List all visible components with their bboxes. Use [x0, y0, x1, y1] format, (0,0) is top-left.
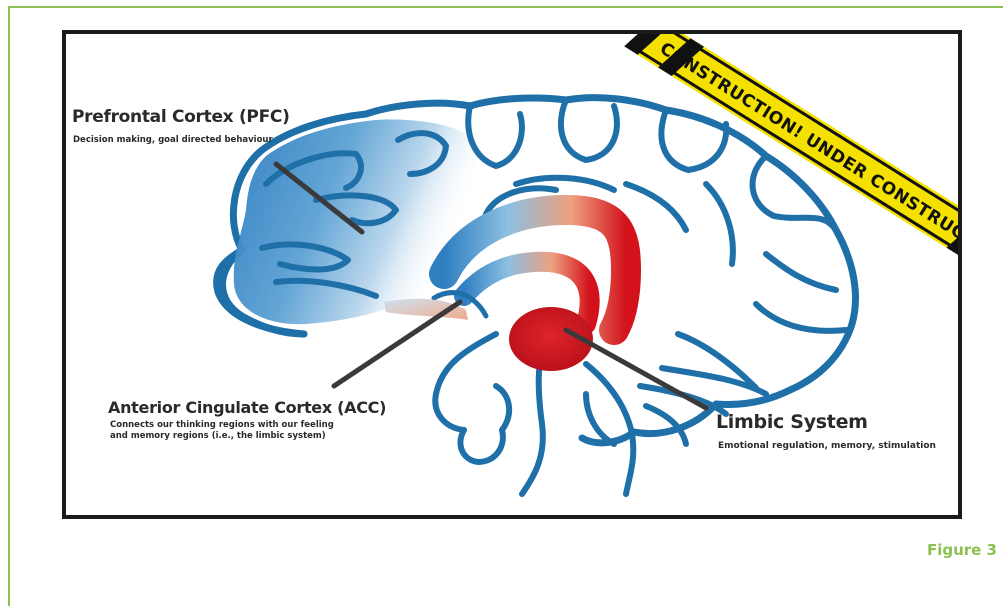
limbic-label-title: Limbic System: [716, 411, 868, 433]
limbic-label-description: Emotional regulation, memory, stimulatio…: [718, 441, 936, 451]
acc-label-description-line2: and memory regions (i.e., the limbic sys…: [110, 431, 326, 441]
brain-illustration-panel: CONSTRUCTION! UNDER CONSTRUCTION! Prefro…: [62, 30, 962, 519]
under-construction-tape: CONSTRUCTION! UNDER CONSTRUCTION!: [624, 34, 962, 282]
acc-label-title: Anterior Cingulate Cortex (ACC): [108, 398, 386, 417]
pfc-label-description: Decision making, goal directed behaviour: [73, 135, 273, 145]
figure-caption: Figure 3: [927, 541, 997, 559]
pfc-label-title: Prefrontal Cortex (PFC): [72, 107, 290, 127]
acc-label-description-line1: Connects our thinking regions with our f…: [110, 420, 334, 430]
